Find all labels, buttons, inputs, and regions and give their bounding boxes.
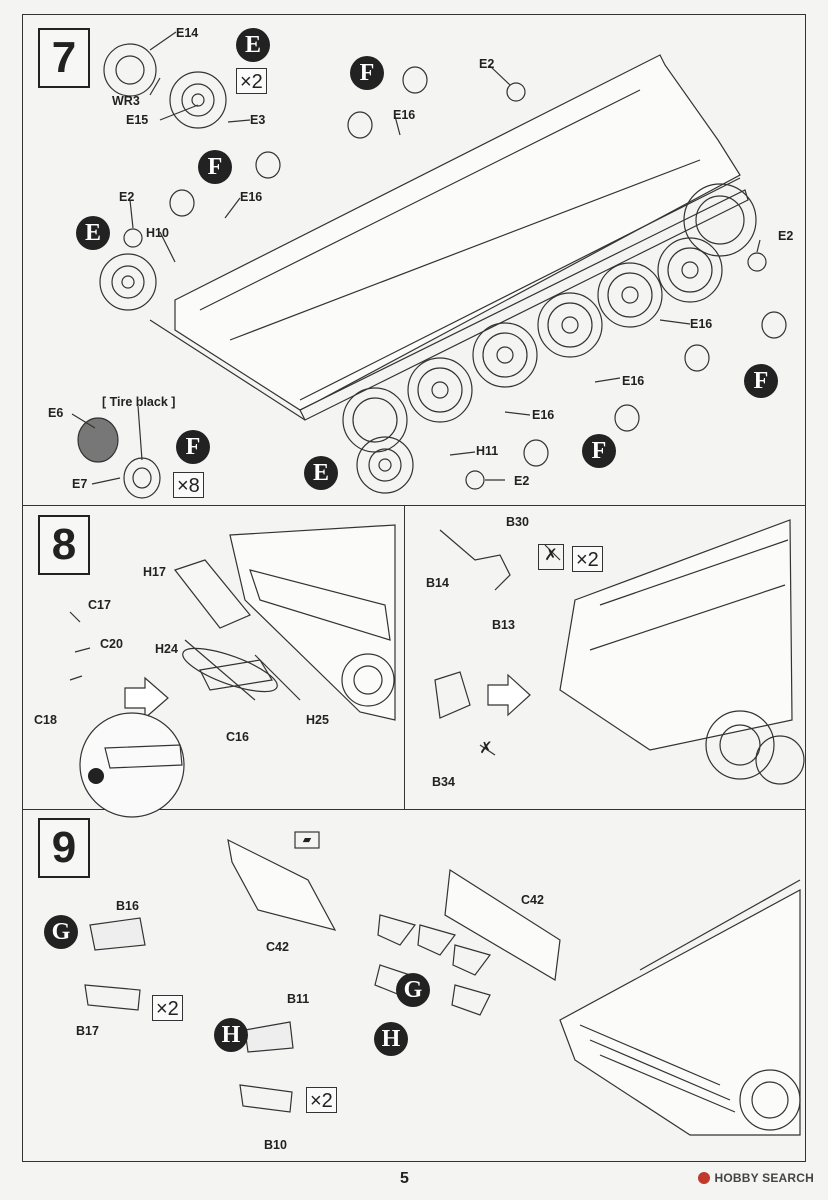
part-label: E15 xyxy=(126,113,149,127)
quantity-box: ×8 xyxy=(173,472,204,498)
quantity-box: ×2 xyxy=(236,68,267,94)
part-label: C42 xyxy=(266,940,289,954)
subassembly-badge: E xyxy=(304,456,338,490)
part-label: B17 xyxy=(76,1024,99,1038)
part-label: E6 xyxy=(48,406,64,420)
tire-black-note: [ Tire black ] xyxy=(102,395,176,409)
subassembly-badge: E xyxy=(76,216,110,250)
road-wheels xyxy=(342,183,757,494)
subassembly-badge: F xyxy=(350,56,384,90)
glue-icon: ✗ xyxy=(538,544,564,570)
part-label: H24 xyxy=(155,642,178,656)
part-label: E16 xyxy=(393,108,416,122)
part-label: WR3 xyxy=(112,94,140,108)
subassembly-badge: F xyxy=(582,434,616,468)
part-label: E16 xyxy=(690,317,713,331)
part-label: C42 xyxy=(521,893,544,907)
part-label: B13 xyxy=(492,618,515,632)
part-label: B14 xyxy=(426,576,449,590)
divider-step8-9 xyxy=(22,809,806,810)
subassembly-badge: G xyxy=(44,915,78,949)
part-label: B10 xyxy=(264,1138,287,1152)
cement-icon: ▰ xyxy=(302,834,312,846)
part-label: C16 xyxy=(226,730,249,744)
step-number-8: 8 xyxy=(38,515,90,575)
part-label: H17 xyxy=(143,565,166,579)
step-number-7: 7 xyxy=(38,28,90,88)
divider-step7-8 xyxy=(22,505,806,506)
part-label: E3 xyxy=(250,113,266,127)
watermark-text: HOBBY SEARCH xyxy=(714,1171,814,1185)
part-label: E2 xyxy=(479,57,495,71)
step-number-9: 9 xyxy=(38,818,90,878)
part-label: B16 xyxy=(116,899,139,913)
page-number: 5 xyxy=(400,1170,409,1187)
paint-brush-icon xyxy=(88,768,104,784)
part-label: B30 xyxy=(506,515,529,529)
subassembly-badge: F xyxy=(198,150,232,184)
part-label: B11 xyxy=(287,992,310,1006)
quantity-box: ×2 xyxy=(152,995,183,1021)
glue-icon: ✗ xyxy=(479,740,493,757)
quantity-box: ×2 xyxy=(306,1087,337,1113)
part-label: B34 xyxy=(432,775,455,789)
part-label: H10 xyxy=(146,226,169,240)
subassembly-badge: G xyxy=(396,973,430,1007)
part-label: E16 xyxy=(622,374,645,388)
subassembly-badge: H xyxy=(214,1018,248,1052)
part-label: H11 xyxy=(476,444,499,458)
hobby-search-logo-icon xyxy=(698,1172,711,1184)
part-label: E16 xyxy=(532,408,555,422)
page-frame xyxy=(22,14,806,1162)
watermark: HOBBY SEARCH xyxy=(698,1171,814,1185)
f-tires xyxy=(169,66,787,467)
divider-step8-vertical xyxy=(404,505,405,809)
subassembly-badge: H xyxy=(374,1022,408,1056)
subassembly-badge: E xyxy=(236,28,270,62)
part-label: C20 xyxy=(100,637,123,651)
part-label: E2 xyxy=(119,190,135,204)
subassembly-badge: F xyxy=(176,430,210,464)
subassembly-badge: F xyxy=(744,364,778,398)
part-label: E14 xyxy=(176,26,199,40)
part-label: E7 xyxy=(72,477,88,491)
part-label: E2 xyxy=(778,229,794,243)
quantity-box: ×2 xyxy=(572,546,603,572)
part-label: E2 xyxy=(514,474,530,488)
part-label: H25 xyxy=(306,713,329,727)
part-label: C18 xyxy=(34,713,57,727)
part-label: C17 xyxy=(88,598,111,612)
part-label: E16 xyxy=(240,190,263,204)
